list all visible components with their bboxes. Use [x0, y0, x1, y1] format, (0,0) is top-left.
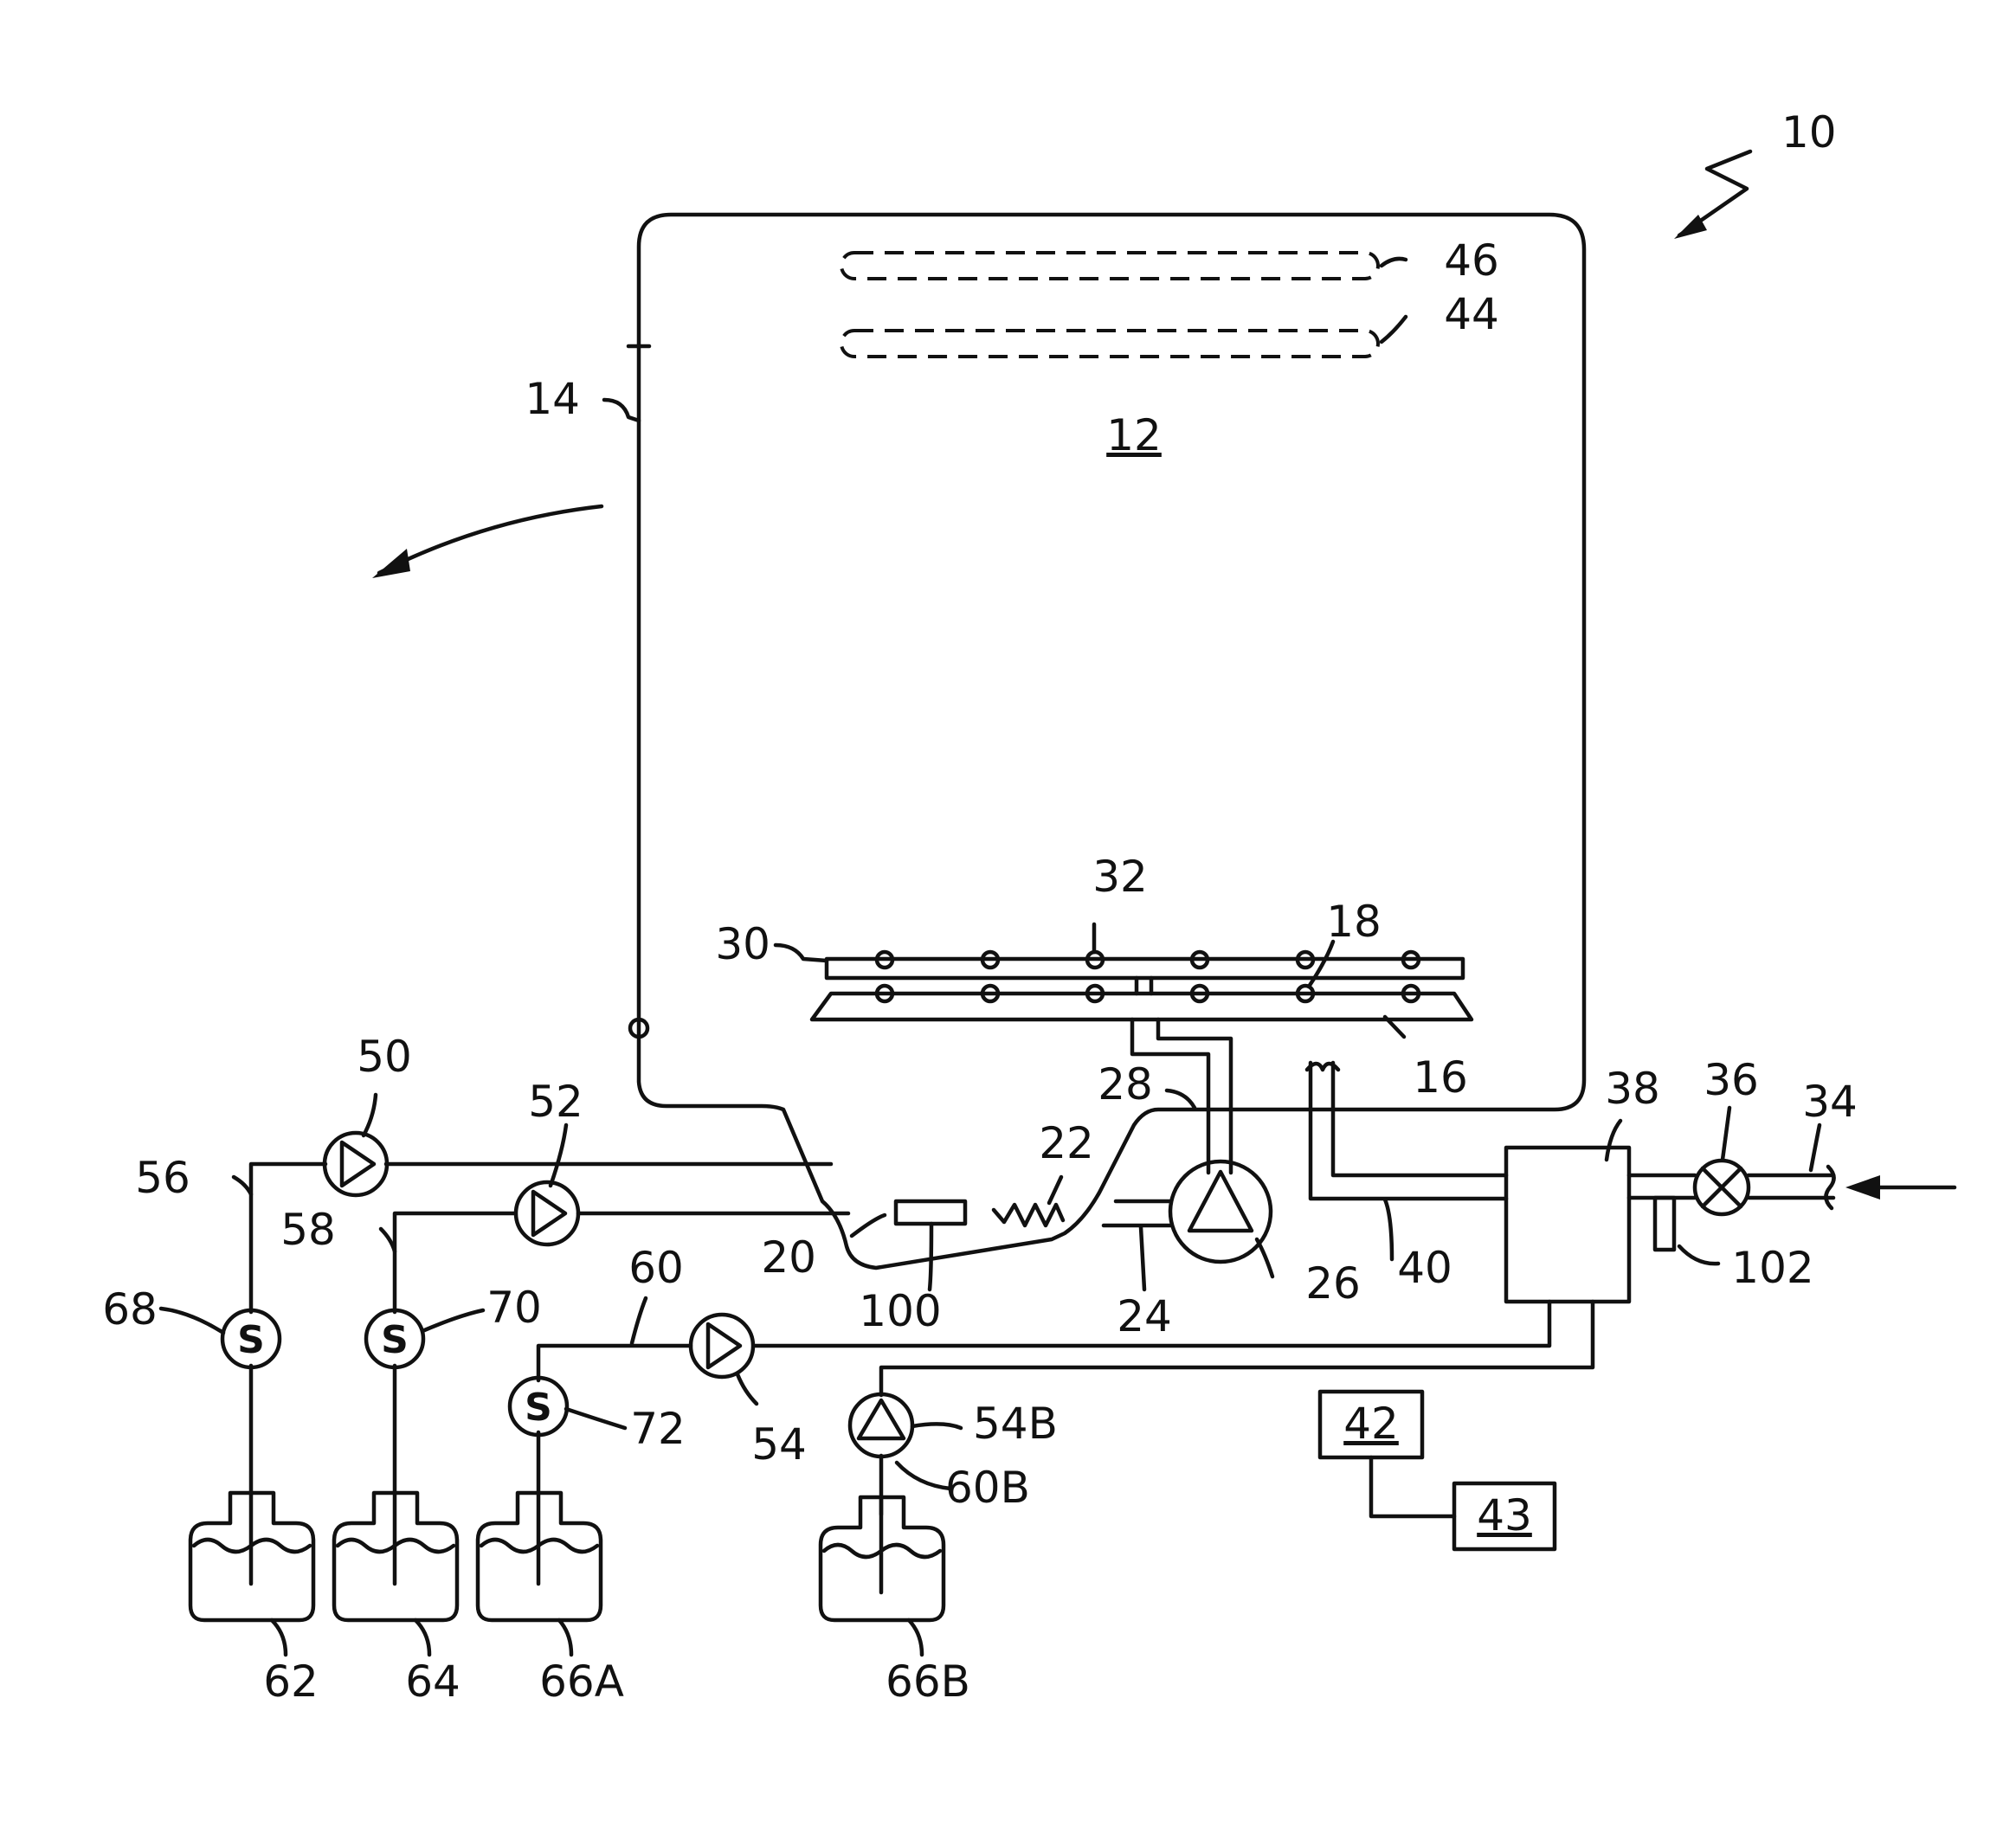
ref-54b: 54B: [973, 1399, 1058, 1449]
ref-28: 28: [1098, 1059, 1153, 1110]
dosing-line-60: [538, 1302, 1549, 1493]
ref-44: 44: [1444, 289, 1499, 339]
ref-26: 26: [1305, 1258, 1361, 1309]
ref-56: 56: [135, 1153, 190, 1203]
drain-40: [1307, 1063, 1506, 1199]
sensor-70-symbol: S: [381, 1318, 409, 1362]
arrow-head-icon: [372, 549, 410, 578]
sensor-72: S: [510, 1378, 567, 1435]
conduit-24: [1104, 1201, 1170, 1225]
ref-64: 64: [405, 1656, 461, 1707]
ref-66a: 66A: [539, 1656, 624, 1707]
ref-54: 54: [751, 1419, 807, 1470]
reference-numerals: 10 12 14 16 18 20 22 24 26 28 30 32 34 3…: [102, 107, 1858, 1707]
ref-32: 32: [1092, 852, 1148, 902]
lower-heater-44: [841, 331, 1378, 357]
container-66a: [478, 1493, 601, 1620]
ref-16: 16: [1413, 1052, 1468, 1103]
ref-36: 36: [1704, 1055, 1759, 1105]
ref-43: 43: [1477, 1490, 1532, 1540]
ref-18: 18: [1326, 897, 1382, 947]
dosing-pump-50: [325, 1133, 387, 1195]
ref-46: 46: [1444, 235, 1499, 286]
ref-62: 62: [263, 1656, 319, 1707]
ref-10: 10: [1781, 107, 1837, 158]
ref-42: 42: [1343, 1399, 1399, 1449]
ref-40: 40: [1397, 1243, 1452, 1293]
ref-52: 52: [528, 1077, 583, 1127]
ref-24: 24: [1117, 1291, 1172, 1341]
dosing-pump-54b: [850, 1394, 912, 1457]
sensor-68: S: [222, 1310, 280, 1367]
spray-arm-30: [827, 952, 1463, 978]
heater-22: [994, 1205, 1063, 1225]
dosing-pump-52: [516, 1182, 578, 1245]
water-softener-38: [1506, 1148, 1629, 1302]
sensor-102: [1655, 1198, 1674, 1250]
container-62: [190, 1493, 313, 1620]
container-66b: [821, 1497, 944, 1620]
valve-36: [1695, 1161, 1749, 1214]
ref-20: 20: [761, 1232, 816, 1283]
ref-72: 72: [630, 1404, 686, 1454]
tub: [639, 215, 1584, 1268]
ref-14: 14: [525, 374, 580, 424]
ref-102: 102: [1731, 1243, 1813, 1293]
inlet-pipe-34: [1629, 1167, 1955, 1208]
ref-58: 58: [280, 1205, 336, 1255]
sensor-100: [896, 1201, 965, 1224]
sensor-68-symbol: S: [237, 1318, 265, 1362]
ref-22: 22: [1039, 1118, 1094, 1168]
sensor-72-symbol: S: [525, 1386, 552, 1430]
ref-66b: 66B: [886, 1656, 970, 1707]
ref-60b: 60B: [945, 1463, 1030, 1513]
ref-12: 12: [1106, 410, 1162, 460]
ref-50: 50: [357, 1032, 412, 1082]
dosing-pump-54: [691, 1315, 753, 1377]
container-64: [334, 1493, 457, 1620]
ref-38: 38: [1605, 1064, 1660, 1114]
ref-68: 68: [102, 1284, 158, 1335]
pump-triangle-icon: [1189, 1172, 1252, 1231]
door: [372, 346, 649, 1037]
recirculation-pump-26: [1170, 1161, 1271, 1262]
ref-34: 34: [1802, 1077, 1858, 1127]
ref-60: 60: [628, 1243, 684, 1293]
upper-heater-46: [841, 253, 1378, 279]
sensor-70: S: [366, 1310, 423, 1367]
ref-70: 70: [486, 1283, 542, 1333]
ref-30: 30: [715, 919, 770, 969]
spray-arm-16: [812, 978, 1472, 1019]
ref-100: 100: [859, 1286, 941, 1336]
inlet-arrow-icon: [1845, 1175, 1880, 1200]
